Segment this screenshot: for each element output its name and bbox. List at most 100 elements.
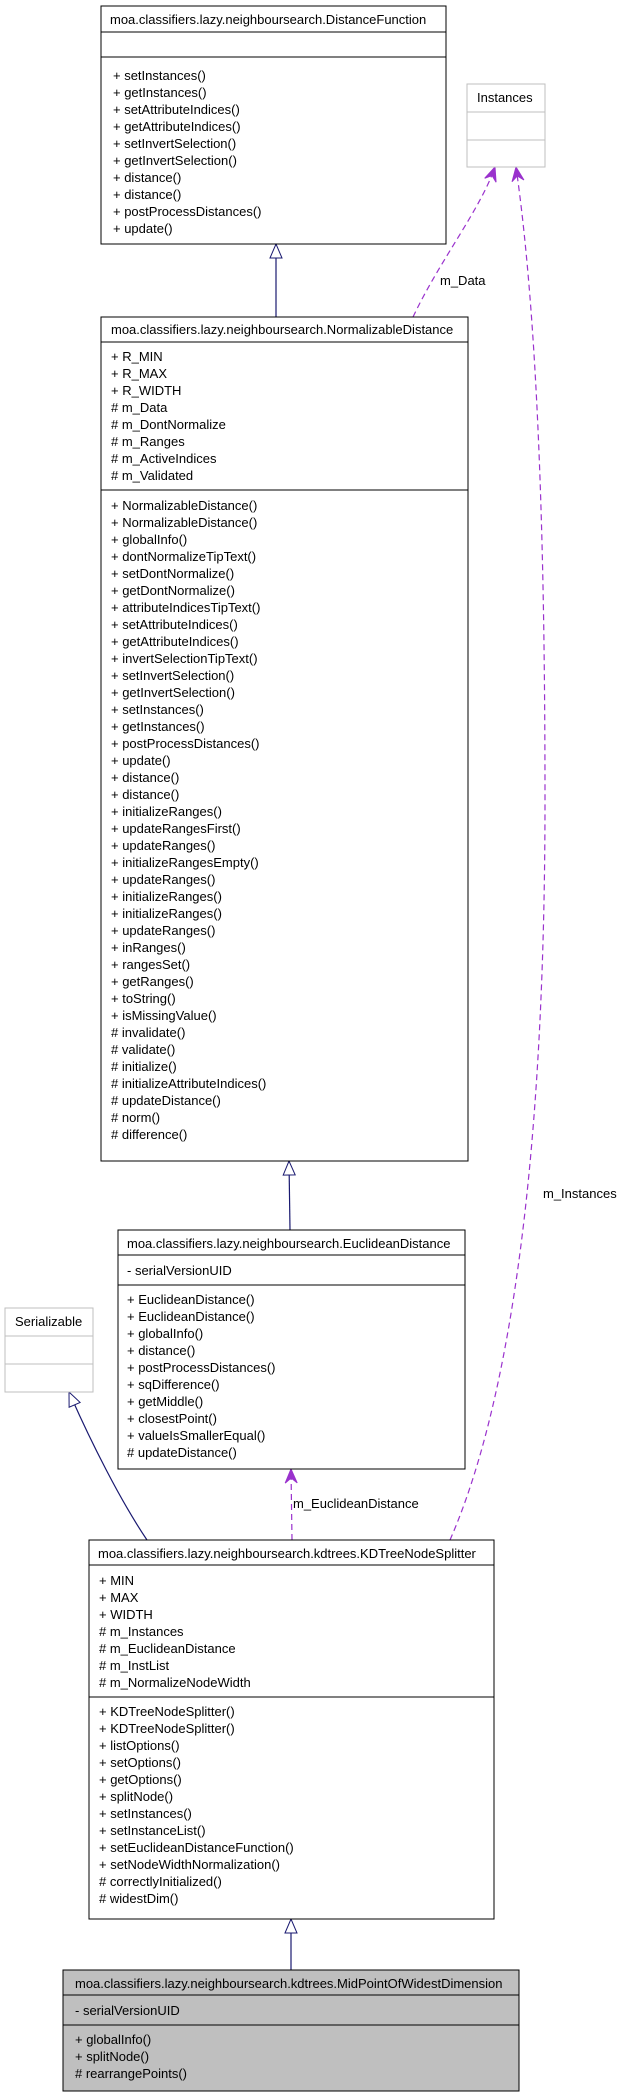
- attribute-item: + R_WIDTH: [111, 383, 181, 398]
- method-item: # invalidate(): [111, 1025, 185, 1040]
- attribute-item: # m_ActiveIndices: [111, 451, 217, 466]
- attribute-list: - serialVersionUID: [75, 2003, 180, 2018]
- method-item: + listOptions(): [99, 1738, 180, 1753]
- method-item: + updateRanges(): [111, 838, 215, 853]
- method-item: + globalInfo(): [127, 1326, 203, 1341]
- method-item: + setInstanceList(): [99, 1823, 206, 1838]
- class-box-instances[interactable]: Instances: [466, 83, 546, 168]
- class-name: moa.classifiers.lazy.neighboursearch.kdt…: [75, 1976, 503, 1991]
- method-item: + updateRanges(): [111, 923, 215, 938]
- method-item: + globalInfo(): [75, 2032, 151, 2047]
- method-item: + setOptions(): [99, 1755, 181, 1770]
- method-item: + sqDifference(): [127, 1377, 220, 1392]
- usage-edge-normalizable-to-instances: [412, 167, 495, 318]
- method-item: + getInstances(): [111, 719, 205, 734]
- method-item: + postProcessDistances(): [111, 736, 259, 751]
- class-box-euclideandistance[interactable]: moa.classifiers.lazy.neighboursearch.Euc…: [117, 1229, 466, 1470]
- edge-label-m-euclideandistance: m_EuclideanDistance: [293, 1496, 419, 1511]
- method-item: + KDTreeNodeSplitter(): [99, 1704, 235, 1719]
- method-item: + EuclideanDistance(): [127, 1309, 255, 1324]
- class-name: Instances: [477, 90, 533, 105]
- method-item: + update(): [113, 221, 173, 236]
- class-box-distancefunction[interactable]: moa.classifiers.lazy.neighboursearch.Dis…: [100, 5, 447, 245]
- attribute-item: # m_DontNormalize: [111, 417, 226, 432]
- relationship-layer: m_Data m_Instances m_EuclideanDistance: [68, 167, 617, 1970]
- edge-label-m-instances: m_Instances: [543, 1186, 617, 1201]
- method-item: # updateDistance(): [111, 1093, 221, 1108]
- method-item: + postProcessDistances(): [113, 204, 261, 219]
- method-item: + initializeRanges(): [111, 889, 222, 904]
- method-list: + KDTreeNodeSplitter() + KDTreeNodeSplit…: [99, 1704, 294, 1906]
- class-box-normalizabledistance[interactable]: moa.classifiers.lazy.neighboursearch.Nor…: [100, 316, 469, 1162]
- edge-label-m-data: m_Data: [440, 273, 486, 288]
- method-item: + getOptions(): [99, 1772, 182, 1787]
- class-frame: [100, 5, 447, 245]
- attribute-item: - serialVersionUID: [75, 2003, 180, 2018]
- class-name: moa.classifiers.lazy.neighboursearch.Euc…: [127, 1236, 450, 1251]
- method-item: + invertSelectionTipText(): [111, 651, 258, 666]
- method-item: + updateRangesFirst(): [111, 821, 241, 836]
- method-item: + NormalizableDistance(): [111, 498, 257, 513]
- method-item: + NormalizableDistance(): [111, 515, 257, 530]
- class-name: Serializable: [15, 1314, 82, 1329]
- method-item: + setEuclideanDistanceFunction(): [99, 1840, 294, 1855]
- attribute-item: + R_MIN: [111, 349, 163, 364]
- attribute-item: + R_MAX: [111, 366, 167, 381]
- class-frame: [62, 1969, 520, 2092]
- attribute-item: # m_EuclideanDistance: [99, 1641, 236, 1656]
- method-item: + initializeRangesEmpty(): [111, 855, 259, 870]
- method-item: + KDTreeNodeSplitter(): [99, 1721, 235, 1736]
- method-item: + setInstances(): [113, 68, 206, 83]
- method-item: + setInstances(): [99, 1806, 192, 1821]
- method-item: + valueIsSmallerEqual(): [127, 1428, 265, 1443]
- class-box-serializable[interactable]: Serializable: [4, 1307, 94, 1393]
- attribute-item: # m_InstList: [99, 1658, 169, 1673]
- class-box-midpointofwidestdimension[interactable]: moa.classifiers.lazy.neighboursearch.kdt…: [62, 1969, 520, 2092]
- attribute-item: + MAX: [99, 1590, 139, 1605]
- method-item: + splitNode(): [99, 1789, 173, 1804]
- method-list: + setInstances() + getInstances() + setA…: [113, 68, 261, 236]
- method-item: + distance(): [113, 170, 181, 185]
- class-name: moa.classifiers.lazy.neighboursearch.Nor…: [111, 322, 453, 337]
- class-box-kdtreenodesplitter[interactable]: moa.classifiers.lazy.neighboursearch.kdt…: [88, 1539, 495, 1920]
- method-item: # correctlyInitialized(): [99, 1874, 222, 1889]
- attribute-list: + MIN + MAX + WIDTH # m_Instances # m_Eu…: [99, 1573, 251, 1690]
- method-item: + initializeRanges(): [111, 906, 222, 921]
- method-item: + getInstances(): [113, 85, 207, 100]
- method-item: + attributeIndicesTipText(): [111, 600, 260, 615]
- method-item: + getMiddle(): [127, 1394, 203, 1409]
- method-item: + getAttributeIndices(): [113, 119, 241, 134]
- class-frame: [4, 1307, 94, 1393]
- inheritance-edge-kdtree-to-serializable: [68, 1392, 148, 1541]
- method-item: # updateDistance(): [127, 1445, 237, 1460]
- method-list: + globalInfo() + splitNode() # rearrange…: [75, 2032, 187, 2081]
- attribute-item: - serialVersionUID: [127, 1263, 232, 1278]
- method-item: + distance(): [127, 1343, 195, 1358]
- method-item: + dontNormalizeTipText(): [111, 549, 256, 564]
- method-item: # difference(): [111, 1127, 187, 1142]
- usage-edge-kdtree-to-euclidean: [291, 1469, 292, 1541]
- attribute-item: + MIN: [99, 1573, 134, 1588]
- method-item: + setInstances(): [111, 702, 204, 717]
- method-item: + initializeRanges(): [111, 804, 222, 819]
- class-name: moa.classifiers.lazy.neighboursearch.Dis…: [110, 12, 426, 27]
- method-item: + globalInfo(): [111, 532, 187, 547]
- attribute-item: # m_Instances: [99, 1624, 184, 1639]
- method-item: # widestDim(): [99, 1891, 178, 1906]
- method-item: + setNodeWidthNormalization(): [99, 1857, 280, 1872]
- method-item: + closestPoint(): [127, 1411, 217, 1426]
- method-item: + getDontNormalize(): [111, 583, 235, 598]
- class-frame: [100, 316, 469, 1162]
- method-item: + setDontNormalize(): [111, 566, 234, 581]
- method-item: # initializeAttributeIndices(): [111, 1076, 266, 1091]
- method-item: + inRanges(): [111, 940, 186, 955]
- method-item: + distance(): [113, 187, 181, 202]
- method-list: + NormalizableDistance() + NormalizableD…: [111, 498, 266, 1142]
- method-item: # initialize(): [111, 1059, 177, 1074]
- method-item: + distance(): [111, 770, 179, 785]
- inheritance-edge-euclidean-to-normalizable: [289, 1161, 290, 1231]
- attribute-item: # m_Ranges: [111, 434, 185, 449]
- attribute-item: # m_NormalizeNodeWidth: [99, 1675, 251, 1690]
- method-item: + updateRanges(): [111, 872, 215, 887]
